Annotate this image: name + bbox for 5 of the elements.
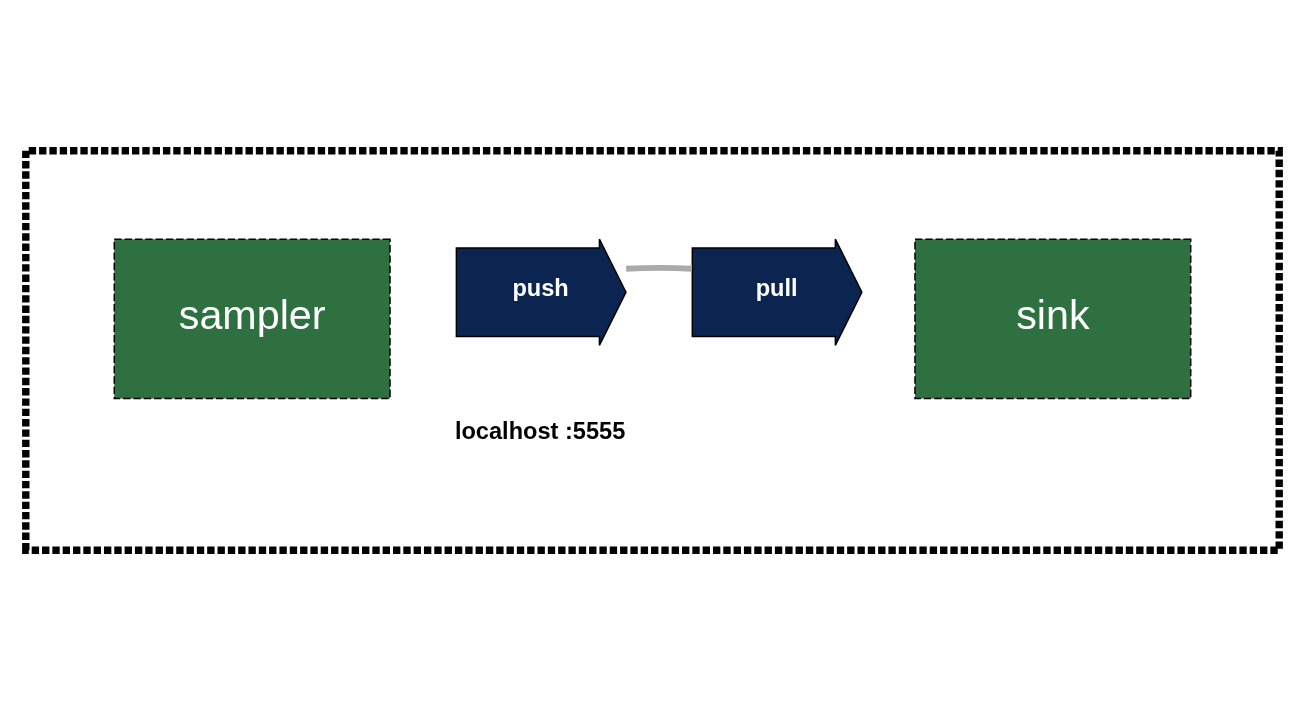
connector: [625, 264, 693, 272]
node-box: sampler: [113, 238, 391, 400]
node-label: localhost :5555: [454, 418, 626, 445]
cluster: [22, 147, 1283, 554]
node-box: sink: [914, 238, 1192, 400]
